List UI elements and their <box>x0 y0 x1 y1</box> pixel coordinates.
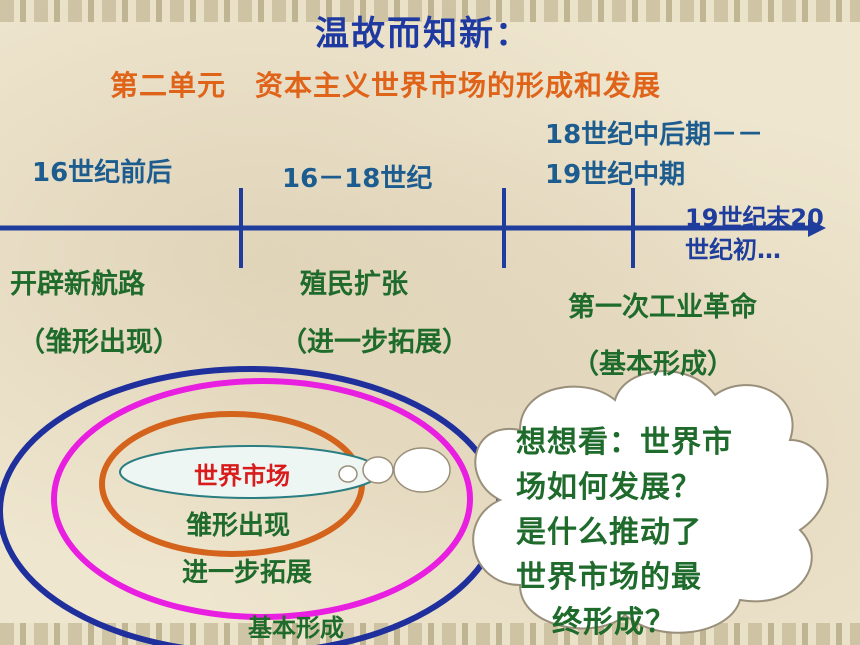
stage-label-2: （进一步拓展） <box>280 327 469 358</box>
decorative-border-bottom <box>0 623 860 645</box>
unit-subtitle: 第二单元 资本主义世界市场的形成和发展 <box>110 69 662 102</box>
cloud-line-5: 终形成？ <box>552 605 676 640</box>
event-label-3: 第一次工业革命 <box>568 292 757 323</box>
diagram-stage-formed: 基本形成 <box>248 614 344 642</box>
center-label-world-market: 世界市场 <box>194 462 290 490</box>
middle-ellipse <box>51 378 473 620</box>
timeline-arrow-head <box>808 219 826 237</box>
cloud-line-1: 想想看：世界市 <box>516 425 733 460</box>
thought-bubble-small <box>338 465 358 483</box>
stage-label-1: （雏形出现） <box>18 327 180 358</box>
period-label-3a: 18世纪中后期－－ <box>545 120 764 150</box>
event-label-2: 殖民扩张 <box>300 269 408 300</box>
period-label-4a: 19世纪末20 <box>685 204 824 232</box>
cloud-line-4: 世界市场的最 <box>516 560 702 595</box>
thought-bubble-large <box>393 447 451 493</box>
diagram-stage-expansion: 进一步拓展 <box>182 558 313 588</box>
page-title: 温故而知新： <box>315 14 531 54</box>
thought-bubble-medium <box>362 456 394 484</box>
cloud-line-3: 是什么推动了 <box>516 515 702 550</box>
period-label-2: 16－18世纪 <box>282 164 433 194</box>
cloud-line-2: 场如何发展？ <box>516 470 702 505</box>
decorative-border-top <box>0 0 860 22</box>
period-label-1: 16世纪前后 <box>32 158 173 188</box>
thought-cloud <box>472 370 829 634</box>
event-label-1: 开辟新航路 <box>10 269 145 300</box>
stage-label-3: （基本形成） <box>572 349 734 380</box>
period-label-3b: 19世纪中期 <box>545 160 686 190</box>
cloud-question: 想想看：世界市 场如何发展？ 是什么推动了 世界市场的最 终形成？ <box>516 420 756 645</box>
period-label-4b: 世纪初… <box>685 236 781 264</box>
diagram-stage-embryo: 雏形出现 <box>186 511 291 541</box>
